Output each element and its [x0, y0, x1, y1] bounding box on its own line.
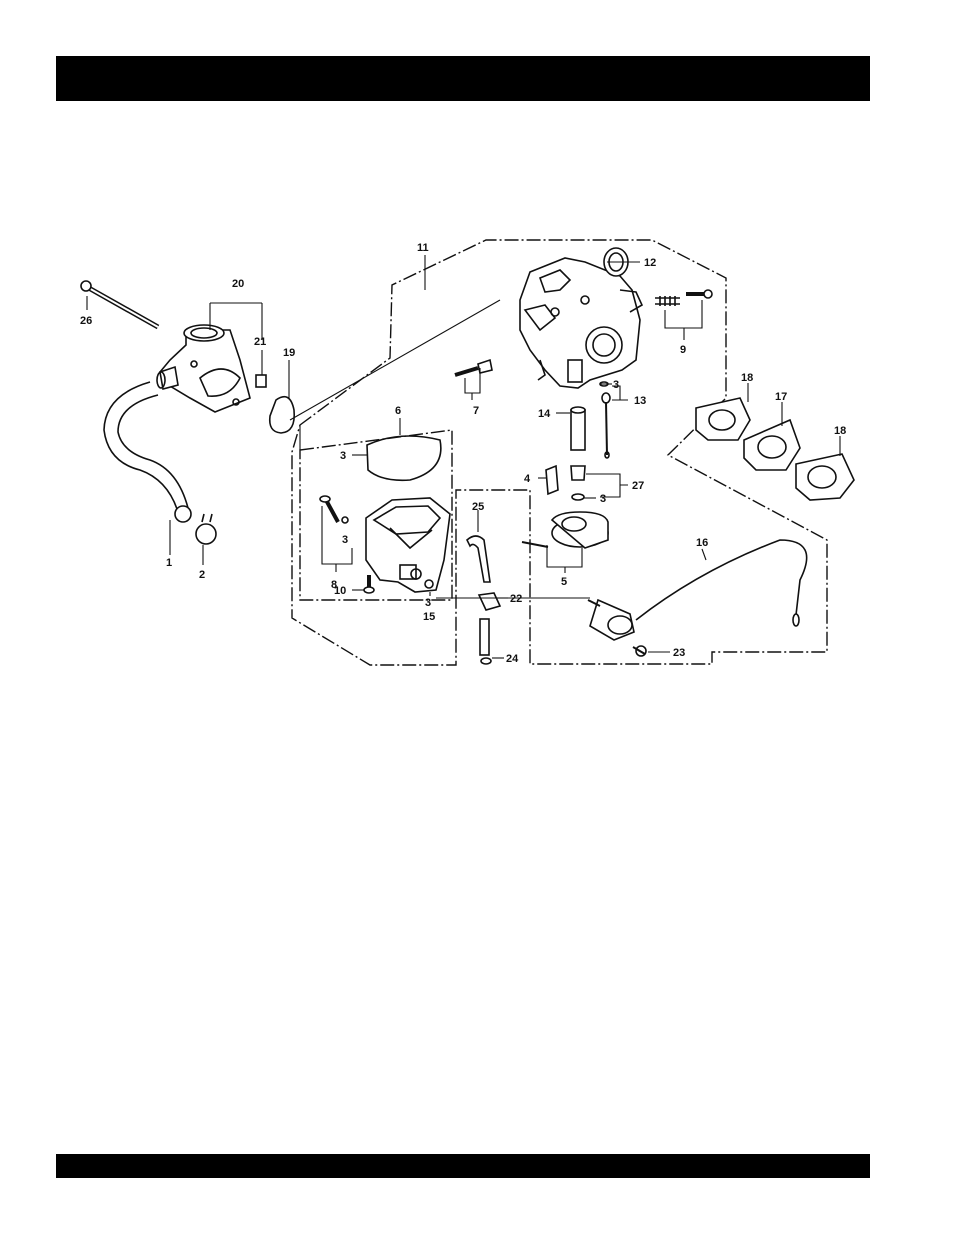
- callout-12: 12: [644, 257, 656, 269]
- o-ring-part-19: [270, 397, 295, 433]
- callout-7: 7: [473, 405, 479, 417]
- carburetor-body-part-11: [520, 258, 642, 388]
- pilot-screw-part-7: [455, 360, 492, 375]
- callout-3-b: 3: [600, 493, 606, 505]
- float-chamber-part-6: [366, 498, 450, 592]
- intake-elbow-part-20: [157, 325, 250, 412]
- bolt-part-10: [364, 575, 374, 593]
- callout-3-e: 3: [425, 597, 431, 609]
- callout-22: 22: [510, 593, 522, 605]
- main-jet-part-27: [571, 466, 585, 500]
- callout-17: 17: [775, 391, 787, 403]
- footer-bar: [56, 1154, 870, 1178]
- insulator-part-17: [744, 420, 800, 470]
- callout-1: 1: [166, 557, 172, 569]
- screw-part-23: [633, 646, 646, 656]
- callout-16: 16: [696, 537, 708, 549]
- clip-part-4: [546, 466, 558, 494]
- float-needle-part-13: [600, 382, 610, 458]
- callout-2: 2: [199, 569, 205, 581]
- gasket-part-18-upper: [696, 398, 750, 440]
- callout-13: 13: [634, 395, 646, 407]
- fuel-cut-solenoid-part-16: [588, 540, 807, 640]
- callout-20: 20: [232, 278, 244, 290]
- dowel-part-21: [256, 375, 266, 387]
- long-bolt-part-26: [81, 281, 158, 327]
- callout-6: 6: [395, 405, 401, 417]
- callout-24: 24: [506, 653, 519, 665]
- callout-3-d: 3: [342, 534, 348, 546]
- drain-screw-part-8: [320, 496, 348, 523]
- callout-4: 4: [524, 473, 531, 485]
- callout-25: 25: [472, 501, 484, 513]
- o-ring-connector-line: [290, 300, 500, 420]
- callout-27: 27: [632, 480, 644, 492]
- tube-part-25: [467, 536, 490, 582]
- float-chamber-gasket-part-3: [367, 436, 441, 480]
- callout-3-c: 3: [340, 450, 346, 462]
- float-part-5: [522, 512, 608, 548]
- joint-part-22: [479, 593, 500, 610]
- callout-3-a: 3: [613, 379, 619, 391]
- callout-10: 10: [334, 585, 346, 597]
- leader-lines: [87, 255, 840, 658]
- main-nozzle-part-14: [571, 407, 585, 450]
- callout-14: 14: [538, 408, 551, 420]
- callout-18-b: 18: [834, 425, 846, 437]
- callout-26: 26: [80, 315, 92, 327]
- callout-18-a: 18: [741, 372, 753, 384]
- tube-part-24: [480, 619, 491, 664]
- gasket-part-18-lower: [796, 454, 854, 500]
- callout-5: 5: [561, 576, 567, 588]
- callout-21: 21: [254, 336, 266, 348]
- callout-11: 11: [417, 242, 429, 254]
- clamp-part-2: [196, 514, 216, 544]
- callout-19: 19: [283, 347, 295, 359]
- screw-and-spring-part-9: [655, 290, 712, 306]
- hose-part-1: [104, 382, 191, 522]
- callout-9: 9: [680, 344, 686, 356]
- callout-15: 15: [423, 611, 435, 623]
- callout-23: 23: [673, 647, 685, 659]
